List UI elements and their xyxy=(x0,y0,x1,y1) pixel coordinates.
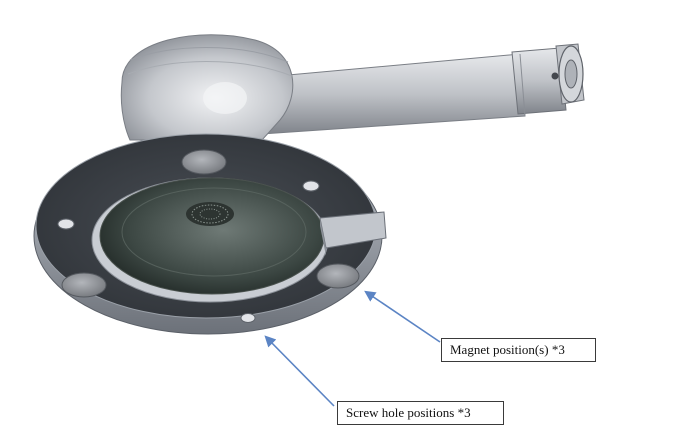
screw-arrow xyxy=(264,335,335,407)
magnet-right xyxy=(316,263,360,289)
flange-plate xyxy=(33,133,387,335)
screw-hole-right xyxy=(302,180,320,192)
magnets xyxy=(61,149,360,298)
magnet-arrow xyxy=(364,290,441,343)
annotation-arrows xyxy=(264,290,441,407)
magnet-top xyxy=(181,149,227,175)
screw-hole-bottom xyxy=(240,313,256,323)
magnet-left xyxy=(61,272,107,298)
screw-hole-callout: Screw hole positions *3 xyxy=(337,401,504,425)
screw-holes xyxy=(57,180,320,323)
screw-hole-left xyxy=(57,218,75,230)
dome-housing xyxy=(120,34,294,141)
shaft-tube xyxy=(254,43,585,135)
magnet-position-callout: Magnet position(s) *3 xyxy=(441,338,596,362)
